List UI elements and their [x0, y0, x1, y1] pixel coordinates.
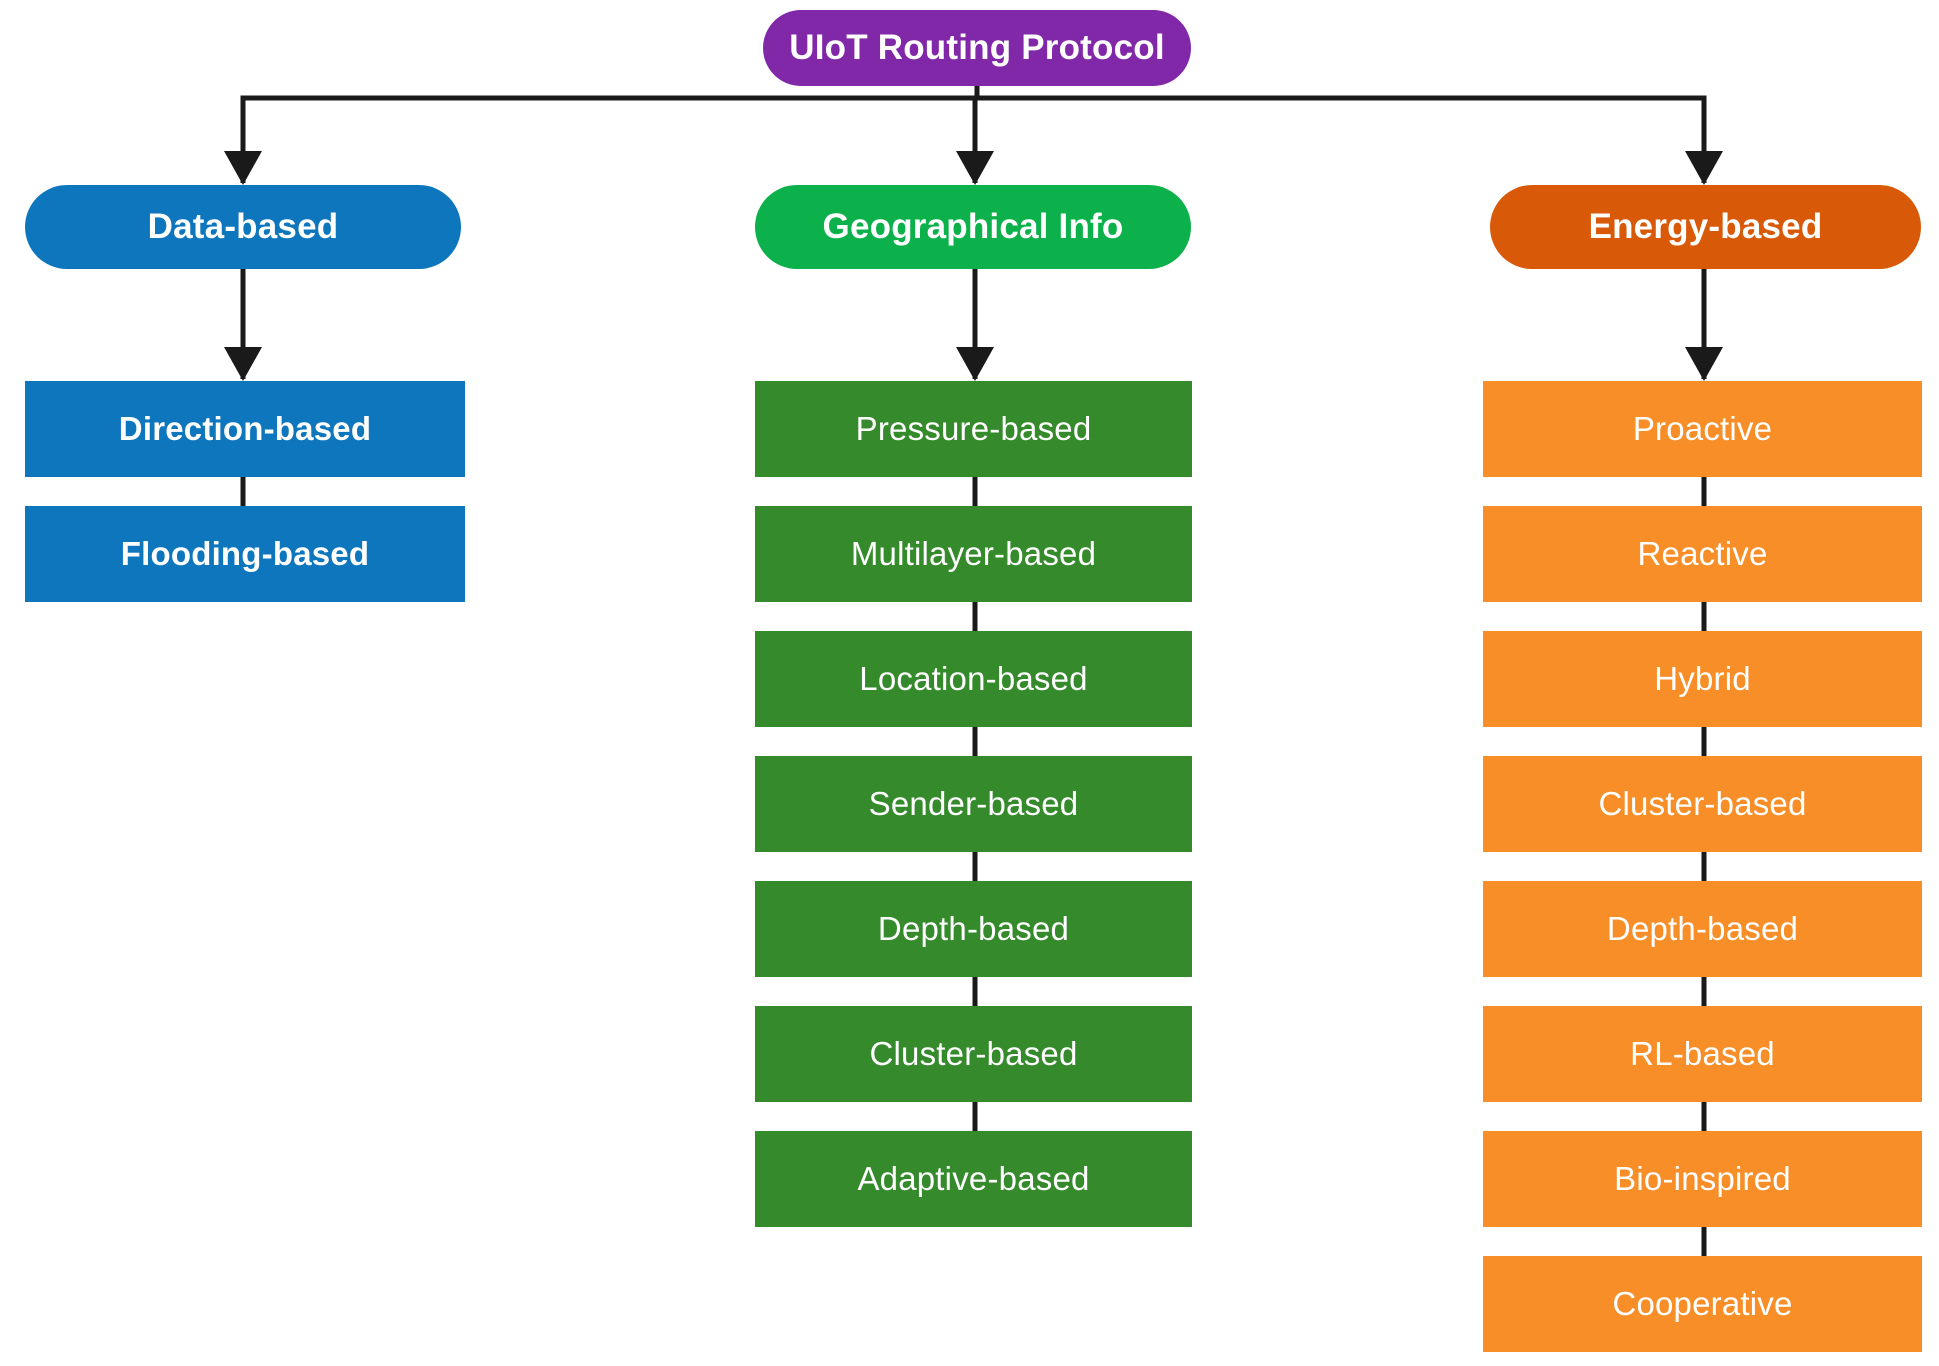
leaf-node-geographical-info-multilayer-based[interactable]: Multilayer-based — [755, 506, 1192, 602]
leaf-node-energy-based-hybrid[interactable]: Hybrid — [1483, 631, 1922, 727]
category-node-data-based[interactable]: Data-based — [25, 185, 461, 269]
leaf-node-geographical-info-cluster-based[interactable]: Cluster-based — [755, 1006, 1192, 1102]
root-node-uiot-routing-protocol[interactable]: UIoT Routing Protocol — [763, 10, 1191, 86]
leaf-node-geographical-info-pressure-based[interactable]: Pressure-based — [755, 381, 1192, 477]
leaf-node-energy-based-cooperative[interactable]: Cooperative — [1483, 1256, 1922, 1352]
leaf-node-geographical-info-depth-based[interactable]: Depth-based — [755, 881, 1192, 977]
category-node-geographical-info[interactable]: Geographical Info — [755, 185, 1191, 269]
leaf-node-energy-based-rl-based[interactable]: RL-based — [1483, 1006, 1922, 1102]
category-node-energy-based[interactable]: Energy-based — [1490, 185, 1921, 269]
leaf-node-energy-based-bio-inspired[interactable]: Bio-inspired — [1483, 1131, 1922, 1227]
leaf-node-data-based-direction-based[interactable]: Direction-based — [25, 381, 465, 477]
leaf-node-energy-based-proactive[interactable]: Proactive — [1483, 381, 1922, 477]
leaf-node-geographical-info-adaptive-based[interactable]: Adaptive-based — [755, 1131, 1192, 1227]
leaf-node-geographical-info-location-based[interactable]: Location-based — [755, 631, 1192, 727]
leaf-node-data-based-flooding-based[interactable]: Flooding-based — [25, 506, 465, 602]
leaf-node-geographical-info-sender-based[interactable]: Sender-based — [755, 756, 1192, 852]
leaf-node-energy-based-cluster-based[interactable]: Cluster-based — [1483, 756, 1922, 852]
leaf-node-energy-based-depth-based[interactable]: Depth-based — [1483, 881, 1922, 977]
leaf-node-energy-based-reactive[interactable]: Reactive — [1483, 506, 1922, 602]
